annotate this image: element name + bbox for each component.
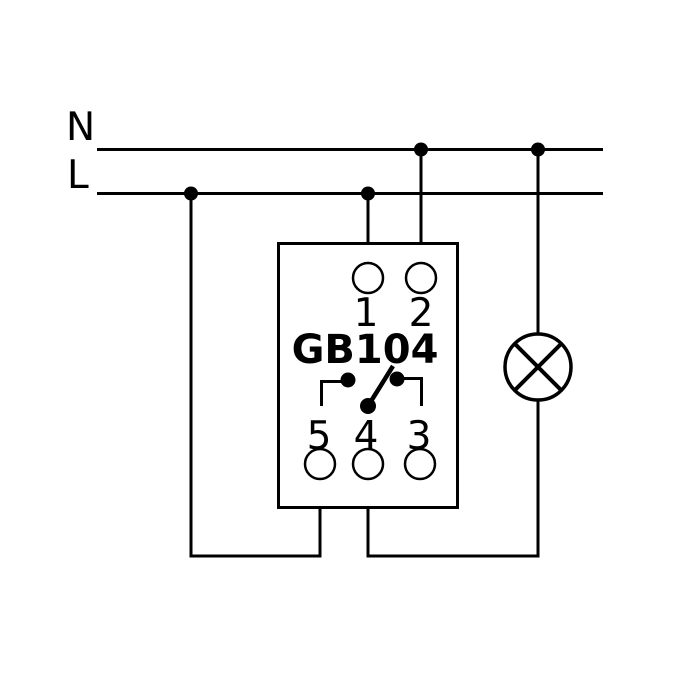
switch-symbol [320,364,423,414]
switch-common-pivot-dot [360,398,376,414]
device-name-label: GB104 [292,327,439,373]
wire-terminal4-to-lamp [366,399,540,558]
terminal-4-circle [351,447,385,481]
terminal-4-label: 4 [354,414,379,459]
junction-dot-live-left [184,186,198,201]
switch-bracket-right [397,377,423,406]
terminal-3-circle [403,447,437,481]
terminal-5-label: 5 [307,414,332,459]
live-bus-label: L [67,153,89,198]
wire-live-to-terminal5 [189,193,322,558]
junction-dot-neutral-terminal2 [414,142,428,157]
switch-bracket-left [320,380,348,406]
switch-fixed-contact-left-dot [340,372,356,388]
terminal-2-circle [404,261,438,295]
junction-dot-neutral-lamp [531,142,545,157]
terminal-5-circle [303,447,337,481]
terminal-1-label: 1 [354,291,379,336]
terminal-1-circle [351,261,385,295]
switch-fixed-contact-right-dot [389,371,405,387]
lamp-cross-stroke-2 [513,342,563,392]
terminal-2-label: 2 [409,291,434,336]
neutral-bus-label: N [66,105,95,150]
junction-dot-live-terminal1 [361,186,375,201]
lamp-icon [503,332,573,402]
terminal-3-label: 3 [407,414,432,459]
